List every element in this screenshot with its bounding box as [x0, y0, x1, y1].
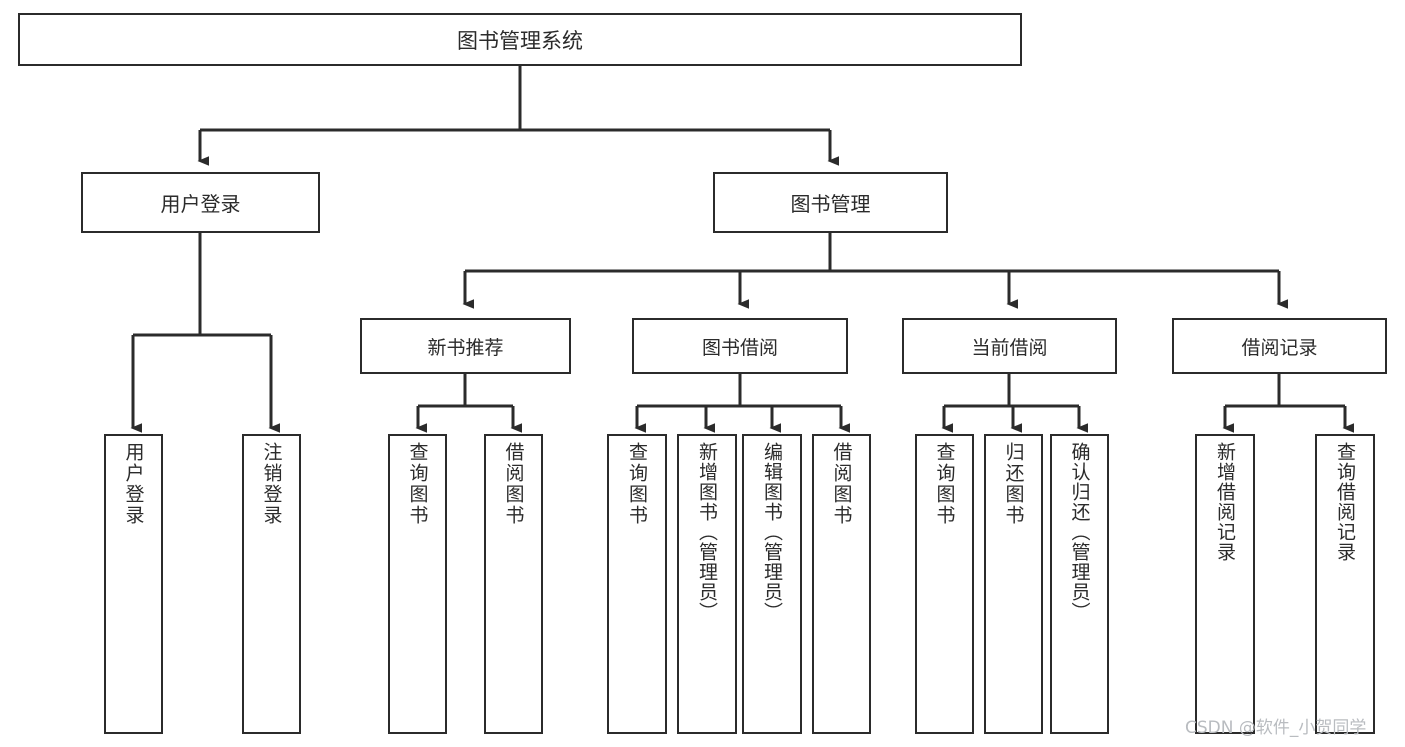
node-borrow-record[interactable]: 借阅记录 — [1172, 318, 1387, 374]
node-book-borrow-label: 图书借阅 — [701, 336, 778, 359]
node-current-borrow-label: 当前借阅 — [971, 336, 1048, 359]
node-leaf-user-login-label: 用户登录 — [122, 442, 145, 526]
node-leaf-add-book-label: 新增图书（管理员） — [696, 442, 719, 622]
node-leaf-edit-book-label: 编辑图书（管理员） — [761, 442, 784, 622]
node-leaf-borrow-book-1[interactable]: 借阅图书 — [484, 434, 543, 734]
node-new-book-recommend-label: 新书推荐 — [427, 336, 504, 359]
node-leaf-confirm-return-label: 确认归还（管理员） — [1068, 442, 1091, 622]
node-leaf-borrow-book-2[interactable]: 借阅图书 — [812, 434, 871, 734]
node-leaf-query-book-1[interactable]: 查询图书 — [388, 434, 447, 734]
node-leaf-user-login[interactable]: 用户登录 — [104, 434, 163, 734]
node-user-login[interactable]: 用户登录 — [81, 172, 320, 233]
node-leaf-add-record[interactable]: 新增借阅记录 — [1195, 434, 1255, 734]
node-leaf-query-book-3-label: 查询图书 — [933, 442, 956, 526]
node-leaf-add-record-label: 新增借阅记录 — [1214, 442, 1237, 562]
node-leaf-query-book-3[interactable]: 查询图书 — [915, 434, 974, 734]
node-leaf-confirm-return[interactable]: 确认归还（管理员） — [1050, 434, 1109, 734]
node-leaf-query-book-2[interactable]: 查询图书 — [607, 434, 667, 734]
node-leaf-logout-login-label: 注销登录 — [260, 442, 283, 526]
node-book-management-label: 图书管理 — [790, 192, 871, 216]
node-leaf-query-record[interactable]: 查询借阅记录 — [1315, 434, 1375, 734]
node-user-login-label: 用户登录 — [160, 192, 241, 216]
node-leaf-query-book-1-label: 查询图书 — [406, 442, 429, 526]
node-root-label: 图书管理系统 — [457, 28, 583, 53]
node-new-book-recommend[interactable]: 新书推荐 — [360, 318, 571, 374]
node-borrow-record-label: 借阅记录 — [1241, 336, 1318, 359]
node-leaf-return-book-label: 归还图书 — [1002, 442, 1025, 526]
node-book-borrow[interactable]: 图书借阅 — [632, 318, 848, 374]
watermark-text: CSDN @软件_小贺同学 — [1185, 718, 1367, 738]
node-leaf-return-book[interactable]: 归还图书 — [984, 434, 1043, 734]
node-root-system[interactable]: 图书管理系统 — [18, 13, 1022, 66]
node-leaf-logout-login[interactable]: 注销登录 — [242, 434, 301, 734]
node-leaf-add-book[interactable]: 新增图书（管理员） — [677, 434, 737, 734]
node-leaf-query-book-2-label: 查询图书 — [626, 442, 649, 526]
node-current-borrow[interactable]: 当前借阅 — [902, 318, 1117, 374]
node-leaf-borrow-book-2-label: 借阅图书 — [830, 442, 853, 526]
node-leaf-edit-book[interactable]: 编辑图书（管理员） — [742, 434, 802, 734]
node-leaf-borrow-book-1-label: 借阅图书 — [502, 442, 525, 526]
node-leaf-query-record-label: 查询借阅记录 — [1334, 442, 1357, 562]
node-book-management[interactable]: 图书管理 — [713, 172, 948, 233]
